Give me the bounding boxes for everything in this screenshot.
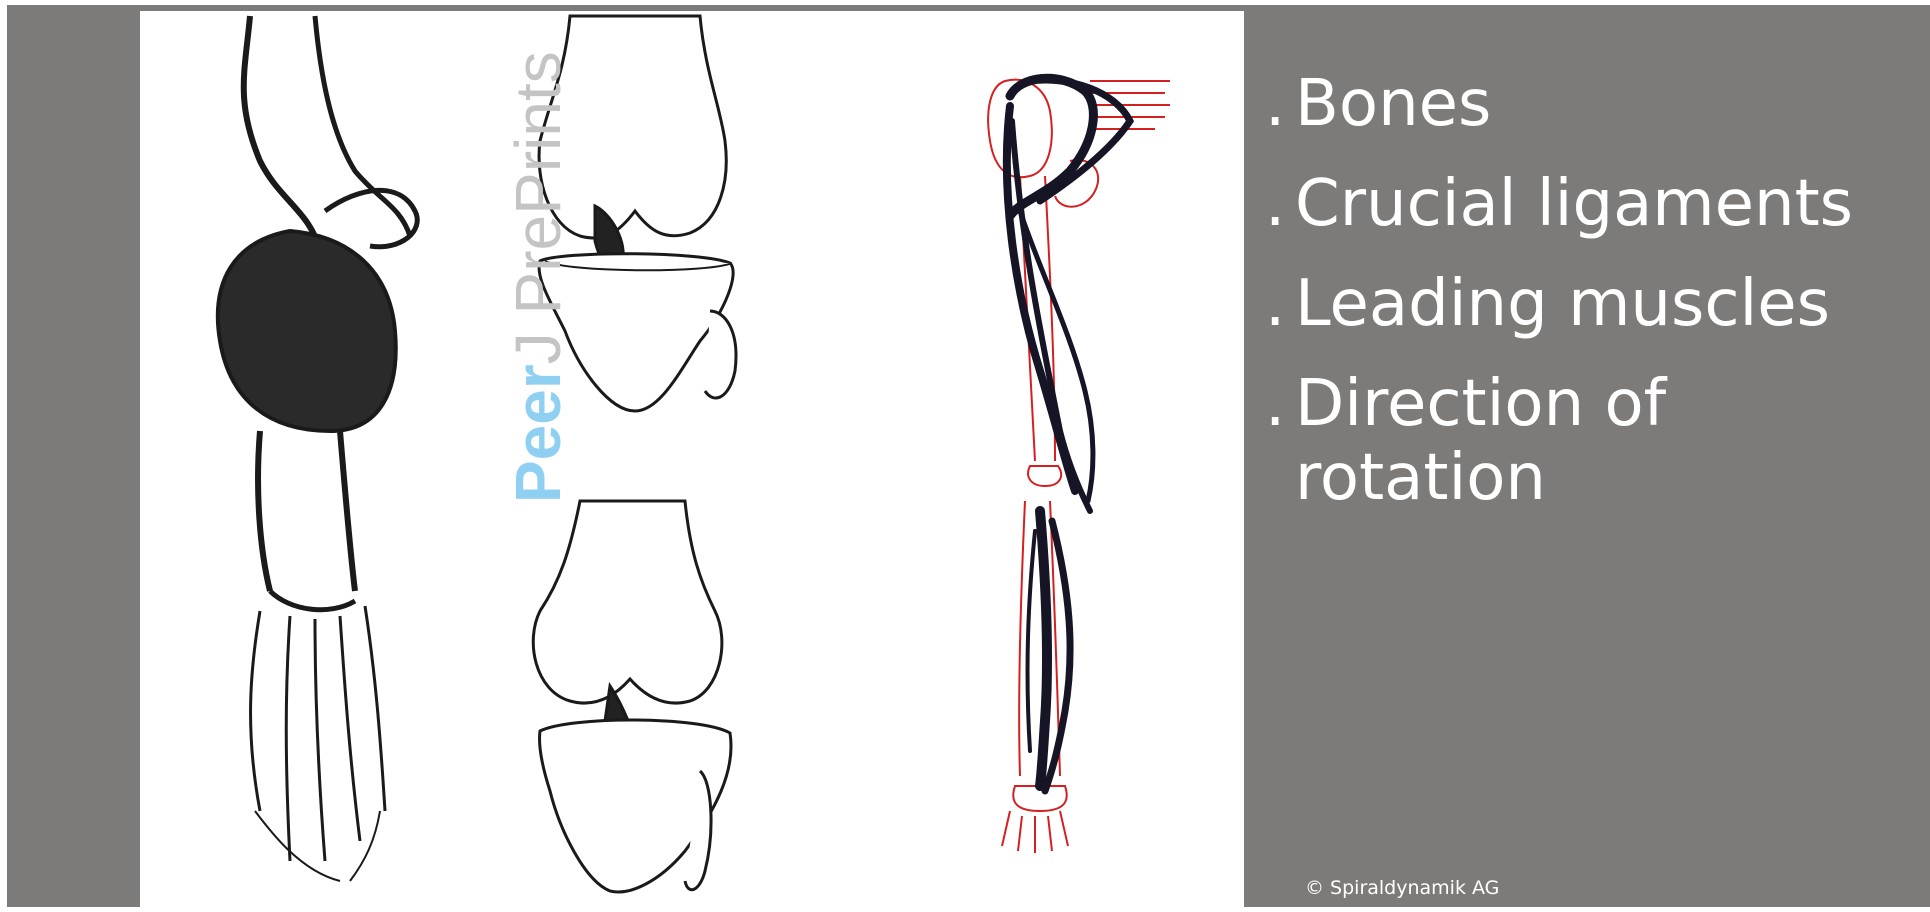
bullet-list: . Bones . Crucial ligaments . Leading mu…	[1265, 67, 1915, 541]
bullet-text: Crucial ligaments	[1295, 167, 1853, 241]
bullet-mark: .	[1265, 167, 1295, 241]
figure-panel: PeerJ PrePrints	[140, 11, 1244, 912]
bullet-text: Bones	[1295, 67, 1491, 141]
bullet-item-bones: . Bones	[1265, 67, 1915, 141]
bullet-text: Direction of rotation	[1295, 367, 1915, 515]
bullet-mark: .	[1265, 367, 1295, 515]
bullet-item-crucial-ligaments: . Crucial ligaments	[1265, 167, 1915, 241]
muscle-chain-illustration	[988, 78, 1170, 853]
watermark-part2: J PrePrints	[502, 51, 574, 364]
bullet-mark: .	[1265, 67, 1295, 141]
watermark-part1: Peer	[502, 364, 574, 503]
knee-joint-back-illustration	[533, 501, 731, 892]
bullet-text: Leading muscles	[1295, 267, 1830, 341]
peerj-preprints-watermark: PeerJ PrePrints	[506, 51, 570, 503]
leg-skeleton-illustration	[218, 16, 417, 881]
bullet-item-leading-muscles: . Leading muscles	[1265, 267, 1915, 341]
bullet-mark: .	[1265, 267, 1295, 341]
bullet-item-direction-of-rotation: . Direction of rotation	[1265, 367, 1915, 515]
copyright-notice: © Spiraldynamik AG	[1305, 877, 1499, 899]
slide: PeerJ PrePrints . Bones . Crucial ligame…	[7, 5, 1930, 907]
